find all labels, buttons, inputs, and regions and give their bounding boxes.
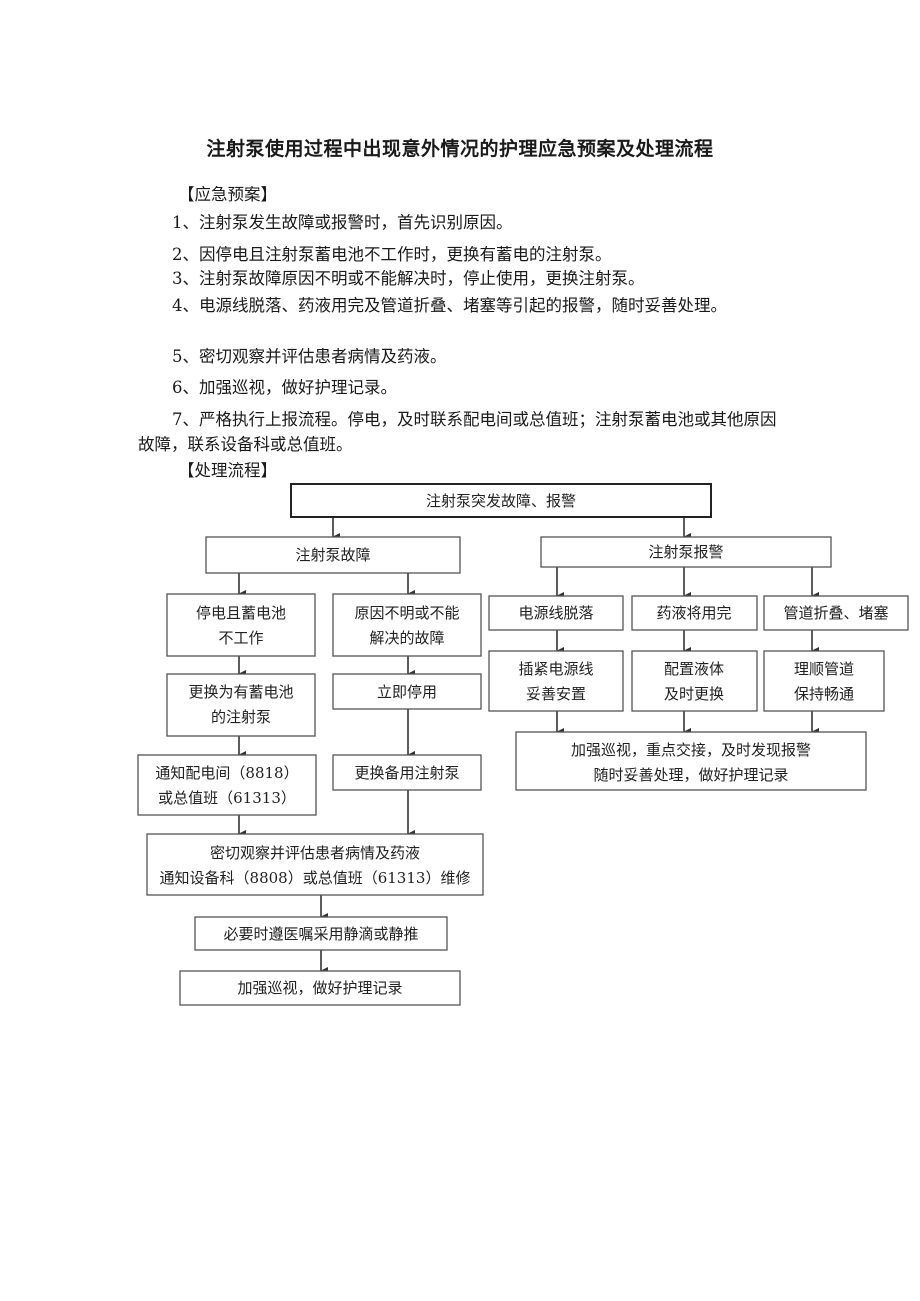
svg-text:妥善安置: 妥善安置 — [526, 685, 586, 703]
svg-text:电源线脱落: 电源线脱落 — [518, 604, 593, 622]
svg-text:药液将用完: 药液将用完 — [656, 604, 731, 622]
svg-text:加强巡视，做好护理记录: 加强巡视，做好护理记录 — [237, 979, 402, 997]
box-stop-use: 立即停用 — [332, 673, 482, 710]
plan-heading: 【应急预案】 — [178, 185, 277, 204]
svg-text:必要时遵医嘱采用静滴或静推: 必要时遵医嘱采用静滴或静推 — [223, 925, 418, 943]
box-nursing-record: 加强巡视，做好护理记录 — [179, 970, 461, 1006]
svg-text:密切观察并评估患者病情及药液: 密切观察并评估患者病情及药液 — [210, 844, 420, 862]
box-observe-patient: 密切观察并评估患者病情及药液 通知设备科（8808）或总值班（61313）维修 — [146, 833, 484, 896]
box-cable-off: 电源线脱落 — [488, 595, 624, 631]
svg-text:注射泵报警: 注射泵报警 — [648, 543, 723, 561]
box-tube-blocked: 管道折叠、堵塞 — [763, 595, 909, 631]
box-plug-cable: 插紧电源线 妥善安置 — [488, 650, 624, 712]
svg-text:原因不明或不能: 原因不明或不能 — [354, 604, 459, 622]
page-title: 注射泵使用过程中出现意外情况的护理应急预案及处理流程 — [206, 138, 714, 160]
svg-text:理顺管道: 理顺管道 — [794, 660, 854, 678]
svg-text:注射泵故障: 注射泵故障 — [295, 546, 370, 564]
svg-text:更换备用注射泵: 更换备用注射泵 — [354, 764, 459, 782]
box-iv-drip: 必要时遵医嘱采用静滴或静推 — [194, 916, 448, 951]
box-top-alarm: 注射泵突发故障、报警 — [290, 483, 712, 518]
box-fault: 注射泵故障 — [205, 536, 461, 574]
plan-item-6: 6、加强巡视，做好护理记录。 — [172, 378, 397, 397]
box-notify-power-room: 通知配电间（8818） 或总值班（61313） — [137, 754, 317, 816]
box-patrol-handover: 加强巡视，重点交接，及时发现报警 随时妥善处理，做好护理记录 — [515, 731, 867, 791]
svg-text:立即停用: 立即停用 — [377, 683, 437, 701]
process-heading: 【处理流程】 — [178, 461, 277, 480]
plan-item-2: 2、因停电且注射泵蓄电池不工作时，更换有蓄电的注射泵。 — [172, 245, 612, 264]
plan-item-5: 5、密切观察并评估患者病情及药液。 — [172, 347, 447, 366]
svg-text:或总值班（61313）: 或总值班（61313） — [158, 789, 296, 807]
box-replace-battery-pump: 更换为有蓄电池 的注射泵 — [166, 673, 316, 737]
box-alarm: 注射泵报警 — [540, 536, 832, 568]
box-replace-spare-pump: 更换备用注射泵 — [332, 754, 482, 791]
svg-text:不工作: 不工作 — [218, 629, 263, 647]
svg-text:随时妥善处理，做好护理记录: 随时妥善处理，做好护理记录 — [593, 766, 788, 784]
svg-text:插紧电源线: 插紧电源线 — [518, 660, 593, 678]
svg-text:通知设备科（8808）或总值班（61313）维修: 通知设备科（8808）或总值班（61313）维修 — [160, 869, 471, 887]
svg-text:停电且蓄电池: 停电且蓄电池 — [196, 604, 286, 622]
box-top-alarm-text: 注射泵突发故障、报警 — [426, 492, 576, 510]
svg-text:通知配电间（8818）: 通知配电间（8818） — [155, 764, 298, 782]
svg-text:解决的故障: 解决的故障 — [369, 629, 444, 647]
svg-text:更换为有蓄电池: 更换为有蓄电池 — [188, 683, 293, 701]
plan-item-4: 4、电源线脱落、药液用完及管道折叠、堵塞等引起的报警，随时妥善处理。 — [172, 296, 727, 315]
svg-text:的注射泵: 的注射泵 — [211, 708, 271, 726]
box-drug-running-out: 药液将用完 — [631, 595, 758, 631]
plan-item-1: 1、注射泵发生故障或报警时，首先识别原因。 — [172, 213, 513, 232]
flow-connectors — [238, 517, 819, 975]
box-unknown-fault: 原因不明或不能 解决的故障 — [332, 593, 482, 657]
svg-text:保持畅通: 保持畅通 — [794, 685, 854, 703]
plan-item-3: 3、注射泵故障原因不明或不能解决时，停止使用，更换注射泵。 — [172, 269, 645, 288]
box-power-out: 停电且蓄电池 不工作 — [166, 593, 316, 657]
box-refill-drug: 配置液体 及时更换 — [631, 650, 758, 712]
svg-text:配置液体: 配置液体 — [664, 660, 724, 678]
svg-text:及时更换: 及时更换 — [664, 685, 724, 703]
svg-text:加强巡视，重点交接，及时发现报警: 加强巡视，重点交接，及时发现报警 — [571, 741, 811, 759]
plan-item-7: 7、严格执行上报流程。停电，及时联系配电间或总值班；注射泵蓄电池或其他原因故障，… — [138, 410, 777, 454]
box-fix-tube: 理顺管道 保持畅通 — [763, 650, 885, 712]
svg-text:管道折叠、堵塞: 管道折叠、堵塞 — [783, 604, 888, 622]
